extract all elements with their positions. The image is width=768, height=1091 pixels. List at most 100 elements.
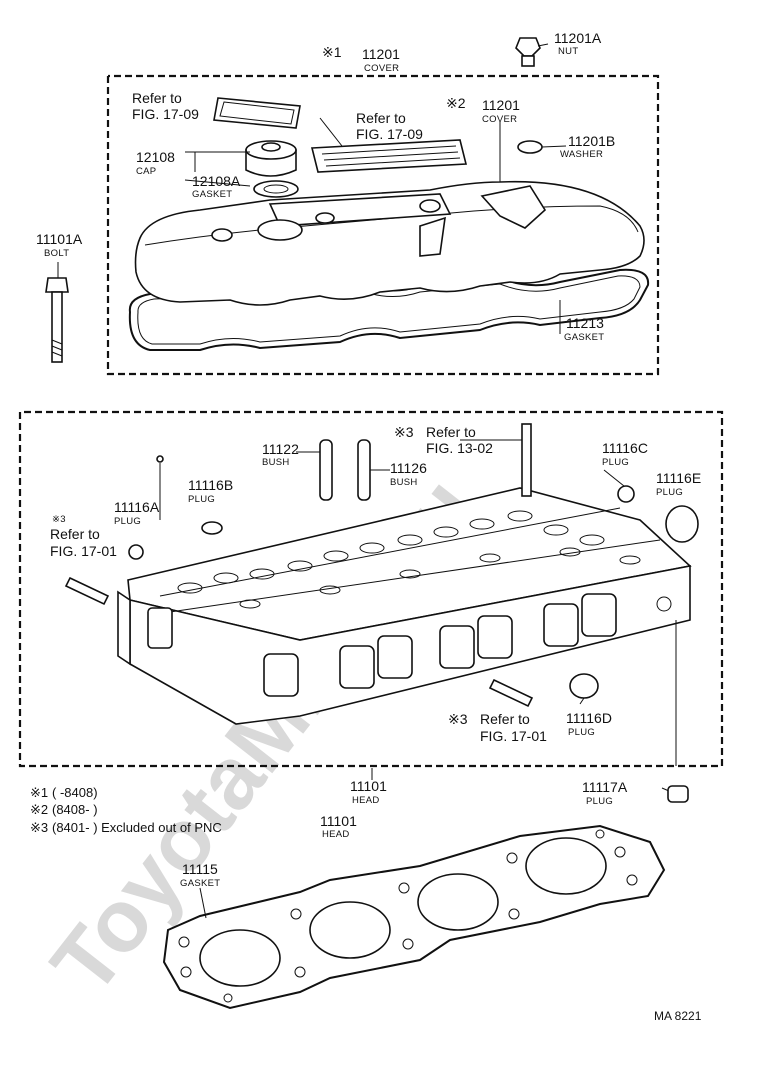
ref-1701-a-line2: FIG. 17-01 xyxy=(50,543,117,559)
cover-boss-right xyxy=(419,199,441,213)
stud-front xyxy=(488,678,534,708)
ref-1302-line2: FIG. 13-02 xyxy=(426,440,493,456)
plug-11116c-shape xyxy=(617,485,635,503)
cap-gasket-number: 12108A xyxy=(192,173,241,189)
head-name: HEAD xyxy=(352,795,380,806)
cap-gasket-hole xyxy=(263,184,289,194)
ref-1709-a-line1: Refer to xyxy=(132,90,182,106)
cover-1-number: 11201 xyxy=(362,46,400,62)
oil-filler-neck xyxy=(257,219,303,241)
cap-number: 12108 xyxy=(136,149,175,165)
cap-gasket-shape xyxy=(253,180,299,198)
ref-1701-a-mark: ※3 xyxy=(52,514,66,525)
bolt-name: BOLT xyxy=(44,248,69,259)
washer-name: WASHER xyxy=(560,149,603,160)
ref-1709-a-line2: FIG. 17-09 xyxy=(132,106,199,122)
cap-name: CAP xyxy=(136,166,156,177)
head-ports xyxy=(147,593,672,697)
plug-11117a-shape xyxy=(667,785,689,803)
plug-11117a-number: 11117A xyxy=(582,779,628,795)
cover-2-name: COVER xyxy=(482,114,517,125)
ref-gasket-small xyxy=(213,97,301,129)
leaders-top xyxy=(57,43,567,334)
breather-fin-a xyxy=(419,216,446,257)
note-2-text: (8408- ) xyxy=(52,802,98,817)
plug-a-name: PLUG xyxy=(114,516,141,527)
nut-shank xyxy=(521,55,535,67)
head-gasket-name: GASKET xyxy=(180,878,220,889)
ref-gasket-small-inner xyxy=(219,101,295,125)
plug-11116d-shape xyxy=(569,673,599,699)
note-1-mark: ※1 xyxy=(30,785,48,800)
ref-1701-a-line1: Refer to xyxy=(50,526,100,542)
plug-ref-left xyxy=(128,544,144,560)
cover-1-name: COVER xyxy=(364,63,399,74)
bush-11126-name: BUSH xyxy=(390,477,418,488)
head-gasket-leader xyxy=(199,887,207,919)
bolt-head xyxy=(45,277,69,293)
plug-d-name: PLUG xyxy=(568,727,595,738)
cover-2-mark: ※2 xyxy=(446,95,466,111)
cover-1-mark: ※1 xyxy=(322,44,342,60)
stud-top xyxy=(521,423,532,497)
plug-11116e-shape xyxy=(665,505,699,543)
cover-raised-plate xyxy=(268,193,452,227)
cover-gasket-number: 11213 xyxy=(566,315,604,331)
plug-11116b-shape xyxy=(201,521,223,535)
plug-e-name: PLUG xyxy=(656,487,683,498)
plug-11116a-shape xyxy=(156,455,164,463)
baffle-plate-mesh xyxy=(321,145,461,167)
plug-11117a-name: PLUG xyxy=(586,796,613,807)
note-3-text: (8401- ) Excluded out of PNC xyxy=(52,820,222,835)
ref-1701-b-line1: Refer to xyxy=(480,711,530,727)
bolt-thread xyxy=(51,339,63,357)
washer-number: 11201B xyxy=(568,133,615,149)
note-3-pnc-name: HEAD xyxy=(322,829,350,840)
cover-group-frame xyxy=(106,74,660,376)
plug-b-name: PLUG xyxy=(188,494,215,505)
ref-1701-b-mark: ※3 xyxy=(448,711,468,727)
cover-boss-left xyxy=(211,228,233,242)
head-gasket-number: 11115 xyxy=(182,861,218,877)
head-number: 11101 xyxy=(350,778,387,794)
cap-gasket-name: GASKET xyxy=(192,189,232,200)
nut-name: NUT xyxy=(558,46,578,57)
bush-11122-shape xyxy=(319,439,333,501)
cover-boss-mid xyxy=(315,212,335,224)
plug-c-number: 11116C xyxy=(602,440,648,456)
cover-gasket-name: GASKET xyxy=(564,332,604,343)
breather-fin-b xyxy=(480,185,547,229)
ref-1709-b-line1: Refer to xyxy=(356,110,406,126)
plug-a-number: 11116A xyxy=(114,499,160,515)
nut-number: 11201A xyxy=(554,30,602,46)
ref-1302-line1: Refer to xyxy=(426,424,476,440)
plug-b-number: 11116B xyxy=(188,477,233,493)
bush-11122-number: 11122 xyxy=(262,441,299,457)
bush-11126-number: 11126 xyxy=(390,460,427,476)
cylinder-head-end xyxy=(117,590,131,666)
note-2-mark: ※2 xyxy=(30,802,48,817)
head-gasket-bores xyxy=(178,829,638,1003)
plug-e-number: 11116E xyxy=(656,470,701,486)
bush-11122-name: BUSH xyxy=(262,457,290,468)
head-group-frame xyxy=(18,410,724,768)
bolt-number: 11101A xyxy=(36,231,83,247)
stud-left xyxy=(64,576,110,606)
plug-d-number: 11116D xyxy=(566,710,612,726)
bush-11126-shape xyxy=(357,439,371,501)
bolt-shank xyxy=(51,291,63,363)
cover-2-number: 11201 xyxy=(482,97,520,113)
ref-1709-b-line2: FIG. 17-09 xyxy=(356,126,423,142)
nut-shape xyxy=(515,37,541,57)
head-deck-details xyxy=(159,507,661,613)
oil-cap-grip xyxy=(261,142,281,152)
ref-1302-mark: ※3 xyxy=(394,424,414,440)
note-3-pnc: 11101 xyxy=(320,813,357,829)
washer-shape xyxy=(517,140,543,154)
figure-code: MA 8221 xyxy=(654,1009,702,1023)
ref-1701-b-line2: FIG. 17-01 xyxy=(480,728,547,744)
plug-c-name: PLUG xyxy=(602,457,629,468)
note-1-text: ( -8408) xyxy=(52,785,98,800)
